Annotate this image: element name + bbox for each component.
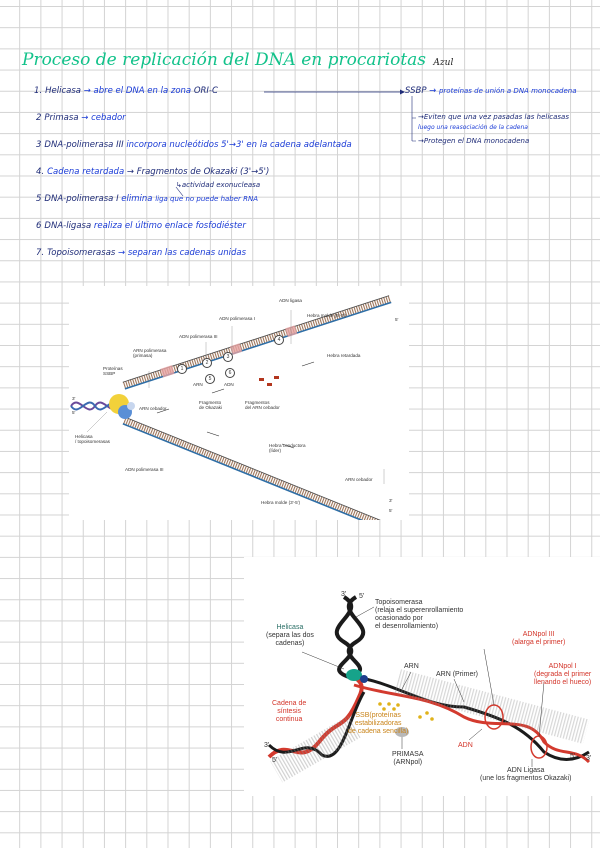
dna-helices: [267, 595, 591, 783]
title-text: Proceso de replicación del DNA en procar…: [22, 50, 427, 70]
ssbp-definition: SSBP → proteínas de unión a DNA monocade…: [405, 86, 577, 96]
ssbp-note-2: luego una reasociación de la cadena: [418, 124, 528, 131]
label-adn-pol-3-bottom: ADN polimerasa III: [125, 467, 164, 472]
label-fragmento-okazaki: Fragmento de Okazaki: [199, 400, 222, 411]
step-circle-2: 2: [202, 358, 212, 368]
label-adn-pol-1: ADN polimerasa I: [219, 316, 255, 321]
ssbp-term: SSBP: [405, 86, 427, 96]
dna-strands: [70, 295, 404, 520]
label-three-prime-top: 3': [341, 591, 347, 598]
label-five-prime-left: 5': [72, 410, 76, 415]
label-adn-ligasa: ADN Ligasa (une los fragmentos Okazaki): [480, 767, 572, 783]
label-arn: ARN: [193, 382, 203, 387]
label-arn-primer: ARN (Primer): [436, 671, 478, 678]
step-number: 1.: [34, 86, 43, 96]
label-adn-pol-3-top: ADN polimerasa III: [179, 334, 218, 339]
label-hebra-molde-bottom: Hebra molde (3'-5'): [261, 500, 301, 505]
label-helicasa: Helicasa / topoisomerasas: [75, 434, 110, 445]
label-fragmentos-cebador: Fragmentos del ARN cebador: [245, 400, 280, 411]
label-five-prime-left: 5': [272, 757, 278, 764]
label-arn-cebador: ARN cebador: [139, 406, 167, 411]
label-adn: ADN: [224, 382, 234, 387]
replication-fork-diagram-1: ADN ligasa Hebra molde (5'-3') ADN polim…: [69, 286, 409, 520]
label-adnpol-1: ADNpol I (degrada el primer llenando el …: [534, 663, 592, 687]
label-adn: ADN: [458, 742, 473, 749]
step-circle-6: 6: [225, 368, 235, 378]
replication-fork-diagram-2: Topoisomerasa (relaja el superenrollamie…: [244, 557, 600, 796]
label-arn-pol: ARN polimerasa (primasa): [133, 348, 167, 359]
step-7: 7.Topoisomerasas → separan las cadenas u…: [36, 248, 247, 258]
label-arn: ARN: [404, 663, 419, 670]
step-desc: abre el DNA en la zona: [93, 86, 192, 96]
step-circle-1: 1: [177, 364, 187, 374]
label-arn-cebador-bottom: ARN cebador: [345, 477, 373, 482]
label-adnpol-3: ADNpol III (alarga el primer): [512, 631, 566, 647]
label-three-prime-right: 3': [586, 755, 592, 762]
label-five-prime-bottom: 5': [389, 508, 393, 513]
label-hebra-molde-top: Hebra molde (5'-3'): [307, 313, 347, 318]
label-helicasa: Helicasa (separa las dos cadenas): [266, 624, 314, 648]
label-proteinas-ssbp: Proteínas SSBP: [103, 366, 123, 377]
label-primasa: PRIMASA (ARNpol): [392, 751, 424, 767]
label-five-prime-right: 5': [570, 753, 576, 760]
page-title: Proceso de replicación del DNA en procar…: [22, 50, 453, 70]
label-cadena-continua: Cadena de síntesis continua: [272, 700, 307, 724]
label-three-prime-left: 3': [264, 742, 270, 749]
label-topoisomerasa: Topoisomerasa (relaja el superenrollamie…: [375, 599, 464, 631]
step-extra: ORI-C: [193, 86, 218, 96]
label-ssb: SSB(proteínas estabilizadoras de cadena …: [348, 712, 409, 736]
ssbp-desc: proteínas de unión a DNA monocadena: [438, 87, 577, 95]
label-five-prime-top: 5': [359, 593, 365, 600]
step-circle-5: 5: [205, 374, 215, 384]
label-hebra-retardada: Hebra retardada: [327, 353, 361, 358]
label-adn-ligasa: ADN ligasa: [279, 298, 302, 303]
label-five-prime-top: 5': [395, 317, 399, 322]
step-term: Helicasa: [45, 86, 81, 96]
step-1: 1.Helicasa → abre el DNA en la zona ORI-…: [34, 86, 218, 96]
step-circle-4: 4: [274, 335, 284, 345]
ssbp-note-3: →Protegen el DNA monocadena: [418, 137, 530, 145]
label-three-prime-bottom: 3': [389, 498, 393, 503]
ssbp-note-1: →Eviten que una vez pasadas las helicasa…: [418, 113, 569, 121]
label-three-prime-left: 3': [72, 396, 76, 401]
step-4: 4.Cadena retardada → Fragmentos de Okaza…: [36, 167, 270, 177]
step-circle-3: 3: [223, 352, 233, 362]
step-4-note: ↳actividad exonucleasa: [176, 181, 261, 189]
label-hebra-conductora: Hebra conductora (líder): [269, 443, 306, 454]
title-note: Azul: [433, 58, 454, 68]
